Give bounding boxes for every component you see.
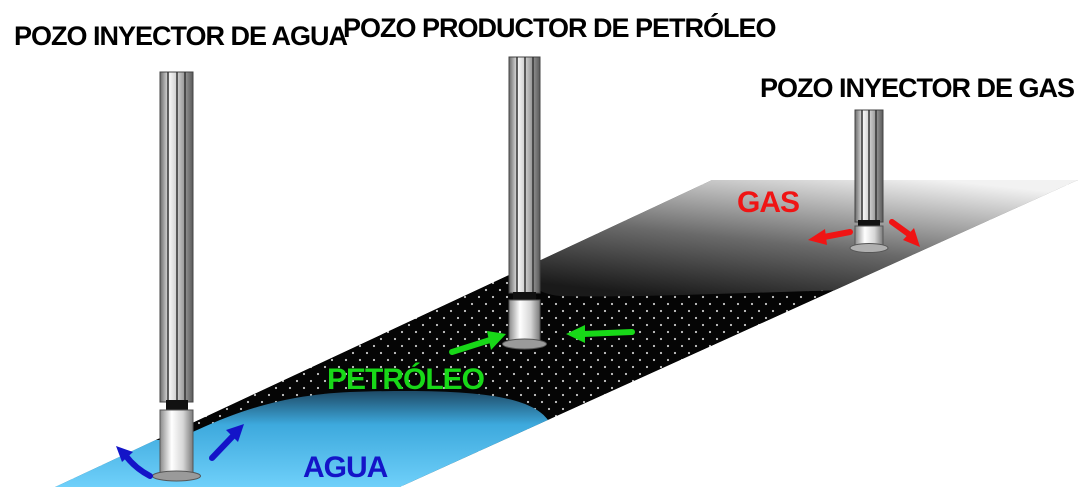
water-zone — [55, 390, 548, 487]
oil-arrow-left — [449, 331, 506, 355]
water-injector-well-label: POZO INYECTOR DE AGUA — [14, 21, 348, 51]
oil-producer-well-label: POZO PRODUCTOR DE PETRÓLEO — [343, 12, 776, 43]
oil-arrow-right — [566, 325, 635, 343]
water-flow-arrows — [116, 424, 244, 479]
water-zone-label: AGUA — [303, 451, 388, 484]
gas-flow-arrows — [808, 219, 920, 247]
oil-producer-well — [502, 56, 547, 350]
water-injector-well — [152, 71, 201, 482]
gas-injector-well — [849, 109, 889, 253]
water-arrow-left — [116, 446, 153, 479]
gas-zone — [524, 180, 1078, 297]
gas-injector-well-label: POZO INYECTOR DE GAS — [760, 73, 1074, 103]
water-arrow-right — [209, 424, 244, 461]
oil-zone-label: PETRÓLEO — [327, 362, 485, 396]
gas-zone-label: GAS — [737, 186, 799, 219]
gas-arrow-right — [889, 219, 920, 247]
oil-flow-arrows — [449, 325, 635, 355]
gas-arrow-left — [808, 229, 853, 245]
